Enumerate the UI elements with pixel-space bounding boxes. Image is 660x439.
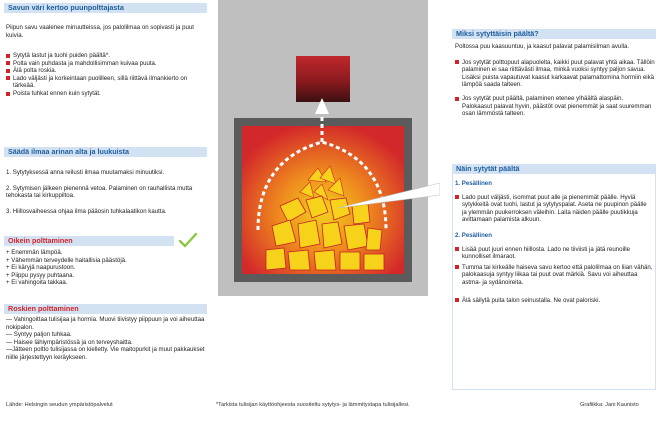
list-item: + Ei käryjä naapurustoon. — [6, 264, 76, 272]
second-load-text: Lisää puut juuri ennen hiillosta. Lado n… — [455, 246, 653, 261]
list-item: + Enemmän lämpöä. — [6, 249, 63, 256]
step-item: 2. Sytymisen jälkeen pienennä vetoa. Pal… — [6, 184, 193, 200]
section-title-why-top: Miksi sytyttäisin päältä? — [452, 29, 656, 39]
air-control-steps: 1. Sytytyksessä anna reilusti ilmaa muut… — [6, 169, 206, 215]
list-item: + Ei vahingoita takkaa. — [6, 279, 68, 287]
how-to-text: 1. Pesällinen Lado puut väljästi, isomma… — [455, 180, 653, 304]
checkmark-icon — [178, 232, 198, 248]
flame-cluster — [299, 165, 345, 201]
section-title-air-control: Säädä ilmaa arinan alta ja luukuista — [4, 147, 207, 157]
list-item: — Syntyy paljon tuhkaa. — [6, 331, 72, 339]
how-to-panel — [452, 164, 656, 390]
why-top-p3: Jos sytytät puut päältä, palaminen etene… — [455, 95, 655, 118]
why-top-p2: Jos sytytät polttopuut alapuolelta, kaik… — [455, 59, 655, 89]
log-stack — [265, 195, 385, 271]
bullet-item: Sytytä lastut ja tuohi puiden päältä*. — [6, 52, 206, 60]
step-item: 1. Sytytyksessä anna reilusti ilmaa muut… — [6, 169, 165, 176]
smoke-color-bullets: Sytytä lastut ja tuohi puiden päältä*. P… — [6, 52, 206, 98]
bullet-item: Älä polta roskia. — [6, 67, 206, 75]
section-title-correct-burning: Oikein polttaminen — [4, 236, 174, 246]
section-title-smoke-color: Savun väri kertoo puunpolttajasta — [4, 3, 207, 13]
bullet-item: Poista tuhkat ennen kuin sytytät. — [6, 90, 206, 98]
why-top-text: Poltossa puu kaasuuntuu, ja kaasut palav… — [455, 43, 655, 118]
first-load-title: 1. Pesällinen — [455, 180, 492, 187]
bullet-item: Lado väljästi ja korkeintaan puolilleen,… — [6, 75, 206, 90]
callout-pointer — [337, 182, 440, 209]
list-item: + Piippu pysyy puhtaana. — [6, 271, 75, 279]
source-credit: Lähde: Helsingin seudun ympäristöpalvelu… — [6, 402, 113, 408]
why-top-p1: Poltossa puu kaasuuntuu, ja kaasut palav… — [455, 43, 630, 50]
section-title-how-to: Näin sytytät päältä — [452, 164, 656, 174]
flue-opening — [296, 56, 350, 102]
airflow-arc — [256, 140, 388, 231]
smoke-warning-text: Tumma tai kirkeälle haiseva savu kertoo … — [455, 264, 653, 287]
list-item: — Vahingoittaa tulisijaa ja hormia. Muov… — [6, 316, 205, 331]
airflow-arrow-icon — [315, 98, 329, 114]
graphics-credit: Grafiikka: Jani Kaunisto — [580, 402, 639, 408]
step-item: 3. Hiillosvaiheessa ohjaa ilma pääosin t… — [6, 207, 167, 215]
waste-burning-list: — Vahingoittaa tulisijaa ja hormia. Muov… — [6, 316, 206, 362]
correct-burning-list: + Enemmän lämpöä. + Vähemmän terveydelle… — [6, 249, 206, 287]
footnote: *Tarkista tulisijan käyttöohjeesta suosi… — [216, 402, 410, 408]
storage-warning-text: Älä säilytä puita talon seinustalla. Ne … — [455, 297, 653, 305]
first-load-text: Lado puut väljästi, isommat puut alle ja… — [455, 194, 653, 224]
stove-illustration — [218, 0, 440, 296]
smoke-color-intro-text: Piipun savu vaalenee minuutteissa, jos p… — [6, 24, 195, 39]
bullet-item: Polta vain puhdasta ja mahdollisimman ku… — [6, 60, 206, 68]
list-item: —Jätteen poltto tulisijassa on kielletty… — [6, 346, 205, 361]
list-item: + Vähemmän terveydelle haitallisia pääst… — [6, 256, 127, 264]
smoke-color-intro: Piipun savu vaalenee minuutteissa, jos p… — [6, 24, 206, 39]
second-load-title: 2. Pesällinen — [455, 231, 492, 239]
list-item: — Haisee lähiympäristössä ja on terveysh… — [6, 338, 133, 346]
section-title-waste-burning: Roskien polttaminen — [4, 304, 207, 314]
